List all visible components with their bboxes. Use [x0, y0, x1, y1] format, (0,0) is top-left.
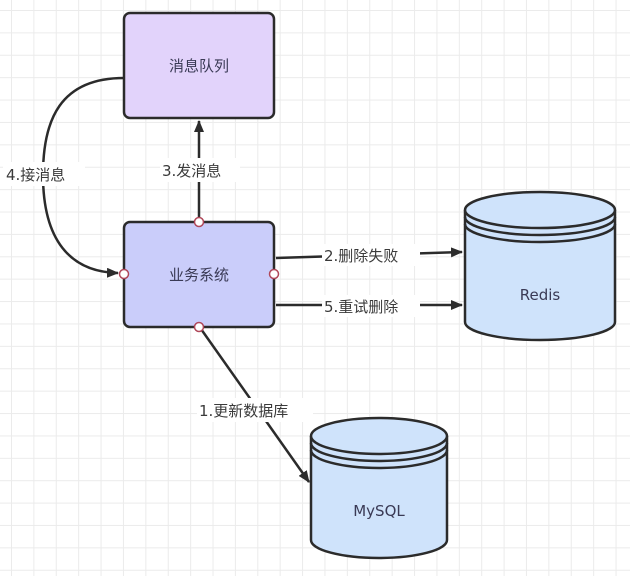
cylinder-ring [463, 223, 617, 244]
cylinder-body[interactable] [463, 210, 617, 342]
node-label-business-system: 业务系统 [169, 266, 229, 284]
edge-update-database[interactable]: 1.更新数据库 [197, 328, 313, 483]
edge-label-retry-delete: 5.重试删除 [324, 298, 398, 316]
node-box[interactable] [122, 11, 276, 120]
node-label-mysql: MySQL [353, 502, 405, 520]
edge-delete-failed[interactable]: 2.删除失败 [275, 244, 463, 266]
edge-label-send-message: 3.发消息 [162, 162, 221, 180]
connection-point-left[interactable] [118, 268, 130, 280]
node-label-redis: Redis [520, 286, 561, 304]
edge-label-delete-failed: 2.删除失败 [324, 247, 398, 265]
connection-point-bottom[interactable] [193, 321, 205, 333]
connection-point-top[interactable] [193, 216, 205, 228]
edge-retry-delete[interactable]: 5.重试删除 [276, 295, 463, 317]
edge-label-bg [322, 244, 420, 266]
edge-receive-message[interactable]: 4.接消息 [3, 76, 125, 278]
edge-label-bg [197, 398, 313, 422]
node-redis[interactable]: Redis [463, 190, 617, 342]
node-message-queue[interactable]: 消息队列 [122, 11, 276, 120]
cylinder-ring [309, 449, 449, 470]
connection-point-right[interactable] [268, 268, 280, 280]
cylinder-top[interactable] [309, 416, 449, 456]
cylinder-ring [463, 216, 617, 237]
edge-label-update-database: 1.更新数据库 [199, 402, 288, 420]
node-mysql[interactable]: MySQL [309, 416, 449, 560]
cylinder-top[interactable] [463, 190, 617, 230]
edge-label-receive-message: 4.接消息 [6, 166, 65, 184]
edge-label-bg [322, 295, 420, 317]
cylinder-ring [309, 442, 449, 463]
node-business-system[interactable]: 业务系统 [118, 216, 280, 333]
edge-label-bg [160, 158, 240, 182]
node-label-message-queue: 消息队列 [169, 57, 229, 75]
edge-send-message[interactable]: 3.发消息 [160, 120, 240, 222]
edge-label-bg [3, 162, 85, 186]
